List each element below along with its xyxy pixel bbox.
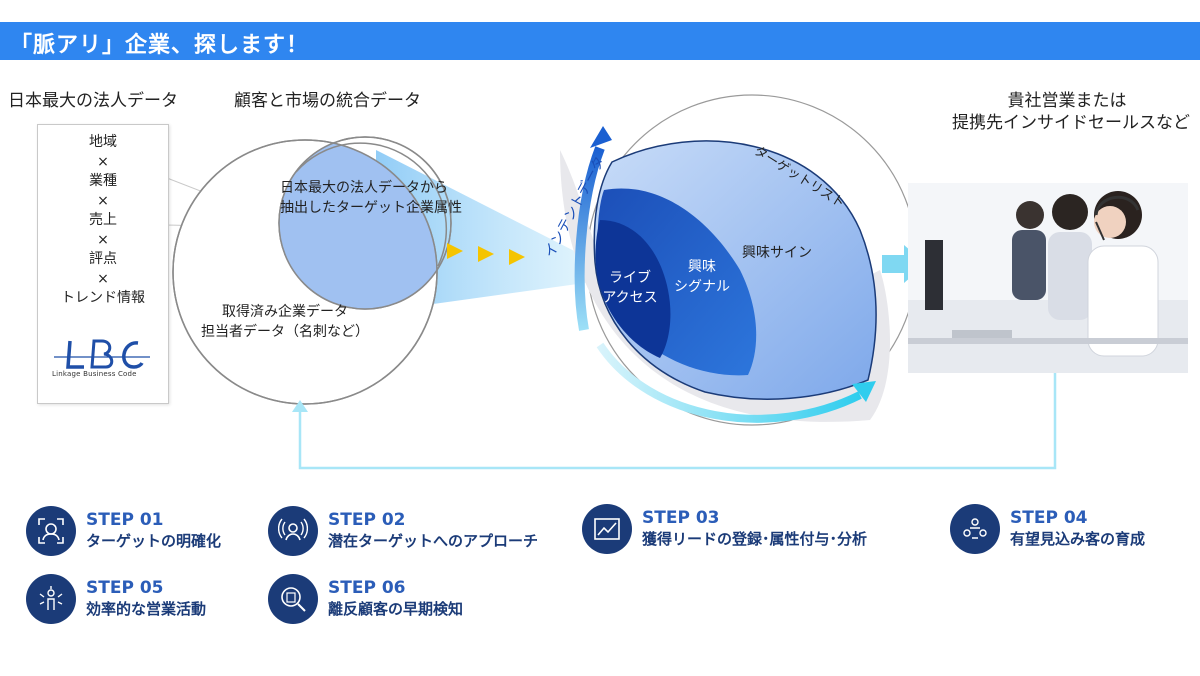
step-05: STEP 05 効率的な営業活動	[26, 574, 206, 624]
step-label: STEP 05	[86, 578, 164, 598]
live-access-line2: アクセス	[602, 290, 658, 306]
flow-diagram	[166, 94, 1188, 470]
flow-arrow-3	[509, 249, 525, 265]
call-center-photo	[908, 183, 1188, 373]
integrated-data-label: 顧客と市場の統合データ	[234, 91, 421, 111]
step-04: STEP 04 有望見込み客の育成	[950, 504, 1145, 554]
live-access-region	[595, 220, 671, 358]
sales-label-line1: 貴社営業または	[1007, 91, 1127, 111]
card-item-sales: 売上	[89, 212, 117, 228]
card-item-trend: トレンド情報	[61, 290, 145, 306]
feedback-loop-arrow-head	[292, 400, 308, 412]
step-desc: ターゲットの明確化	[86, 532, 222, 550]
page-title: 「脈アリ」企業、探します！	[10, 33, 310, 58]
step-label: STEP 01	[86, 510, 164, 530]
step-label: STEP 03	[642, 508, 720, 528]
step-desc: 潜在ターゲットへのアプローチ	[328, 532, 539, 550]
target-person-icon	[26, 574, 76, 624]
lbc-logo-mark	[54, 339, 150, 369]
venn-overlap-line1: 日本最大の法人データから	[280, 180, 448, 196]
corp-data-label: 日本最大の法人データ	[8, 91, 178, 111]
card-item-times: ×	[97, 153, 109, 170]
interest-sign-label: 興味サイン	[742, 245, 812, 261]
attribute-card: 地域 × 業種 × 売上 × 評点 × トレンド情報 Linkage Busin…	[37, 124, 169, 404]
step-label: STEP 06	[328, 578, 406, 598]
live-access-line1: ライブ	[609, 270, 651, 286]
face-scan-icon	[26, 506, 76, 556]
step-desc: 効率的な営業活動	[86, 600, 207, 618]
flow-arrow-1	[447, 243, 463, 259]
interest-signal-line1: 興味	[688, 259, 716, 275]
bottom-arc	[596, 342, 862, 423]
card-item-rating: 評点	[89, 251, 117, 267]
intent-arc	[574, 146, 605, 331]
venn-lower-line1: 取得済み企業データ	[222, 304, 348, 320]
feedback-loop-line	[298, 372, 1057, 470]
flow-arrow-2	[478, 246, 494, 262]
people-network-icon	[950, 504, 1000, 554]
card-item-times: ×	[97, 192, 109, 209]
card-item-times: ×	[97, 231, 109, 248]
lbc-logo-subtitle: Linkage Business Code	[52, 370, 137, 378]
lbc-logo: Linkage Business Code	[52, 337, 152, 381]
intent-arrow-head	[590, 126, 612, 148]
step-06: STEP 06 離反顧客の早期検知	[268, 574, 463, 624]
interest-signal-line2: シグナル	[674, 279, 730, 295]
step-03: STEP 03 獲得リードの登録･属性付与･分析	[582, 504, 867, 554]
step-label: STEP 04	[1010, 508, 1088, 528]
card-item-times: ×	[97, 270, 109, 287]
trend-chart-icon	[582, 504, 632, 554]
step-01: STEP 01 ターゲットの明確化	[26, 506, 221, 556]
venn-overlap-line2: 抽出したターゲット企業属性	[280, 200, 462, 216]
header-bar	[0, 22, 1200, 60]
magnify-document-icon	[268, 574, 318, 624]
broadcast-person-icon	[268, 506, 318, 556]
venn-lower-line2: 担当者データ（名刺など）	[201, 324, 369, 340]
step-label: STEP 02	[328, 510, 406, 530]
to-sales-arrow-body	[882, 255, 904, 273]
step-desc: 離反顧客の早期検知	[328, 600, 464, 618]
card-item-industry: 業種	[89, 173, 117, 189]
card-item-region: 地域	[89, 134, 117, 150]
step-02: STEP 02 潜在ターゲットへのアプローチ	[268, 506, 538, 556]
step-desc: 獲得リードの登録･属性付与･分析	[642, 530, 868, 548]
sales-label-line2: 提携先インサイドセールスなど	[952, 113, 1190, 133]
step-desc: 有望見込み客の育成	[1010, 530, 1146, 548]
bottom-arc-arrow-head	[852, 381, 876, 402]
